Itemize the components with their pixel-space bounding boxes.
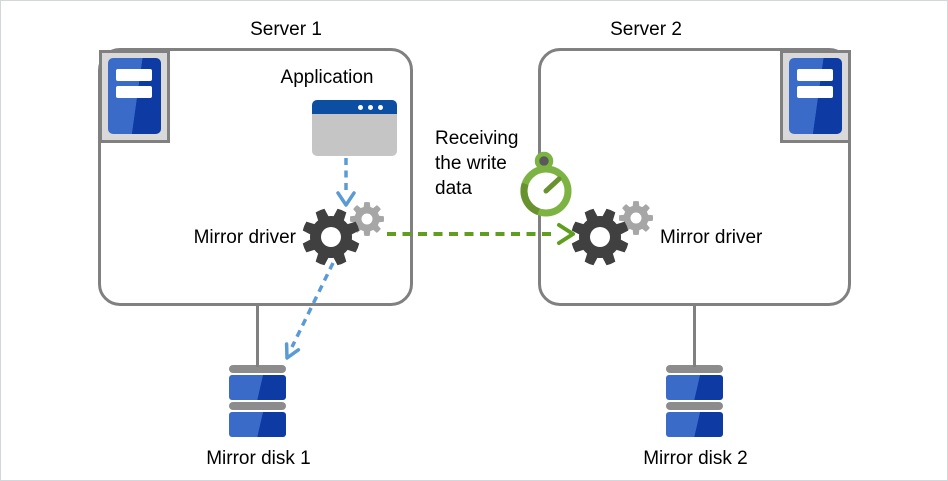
disk-platter bbox=[666, 412, 723, 437]
disk-platter bbox=[229, 375, 286, 400]
titlebar-dot bbox=[378, 104, 383, 110]
tower-slot bbox=[797, 69, 833, 81]
note-line: Receiving bbox=[435, 128, 519, 149]
receiving-write-data-note: Receiving the write data bbox=[435, 126, 518, 201]
tower-slot bbox=[797, 86, 833, 98]
note-line: data bbox=[435, 178, 472, 199]
disk-cap bbox=[666, 402, 723, 410]
mirror-disk1-label: Mirror disk 1 bbox=[206, 448, 311, 469]
titlebar-dot bbox=[358, 104, 363, 110]
server2-tower-icon bbox=[780, 50, 851, 143]
mirror-disk2-label: Mirror disk 2 bbox=[643, 448, 748, 469]
server1-title: Server 1 bbox=[250, 19, 322, 40]
server2-mirror-driver-label: Mirror driver bbox=[660, 227, 763, 248]
disk-cap bbox=[666, 365, 723, 373]
disk-cap bbox=[229, 365, 286, 373]
tower-slot bbox=[116, 86, 152, 98]
disk-platter bbox=[229, 412, 286, 437]
tower-slot bbox=[116, 69, 152, 81]
titlebar-dot bbox=[368, 104, 373, 110]
server2-title: Server 2 bbox=[610, 19, 682, 40]
mirror-disk1-icon bbox=[229, 365, 286, 439]
note-line: the write bbox=[435, 153, 507, 174]
application-label: Application bbox=[280, 67, 374, 88]
application-window-icon bbox=[312, 100, 397, 156]
disk-cap bbox=[229, 402, 286, 410]
server1-tower-icon bbox=[99, 50, 170, 143]
disk-platter bbox=[666, 375, 723, 400]
mirror-disk2-icon bbox=[666, 365, 723, 439]
server1-box bbox=[98, 48, 413, 306]
server-tower-body bbox=[789, 58, 842, 134]
application-titlebar bbox=[312, 100, 397, 114]
driver-to-disk-arrowhead bbox=[284, 342, 301, 360]
server1-mirror-driver-label: Mirror driver bbox=[193, 227, 296, 248]
server-tower-body bbox=[108, 58, 161, 134]
